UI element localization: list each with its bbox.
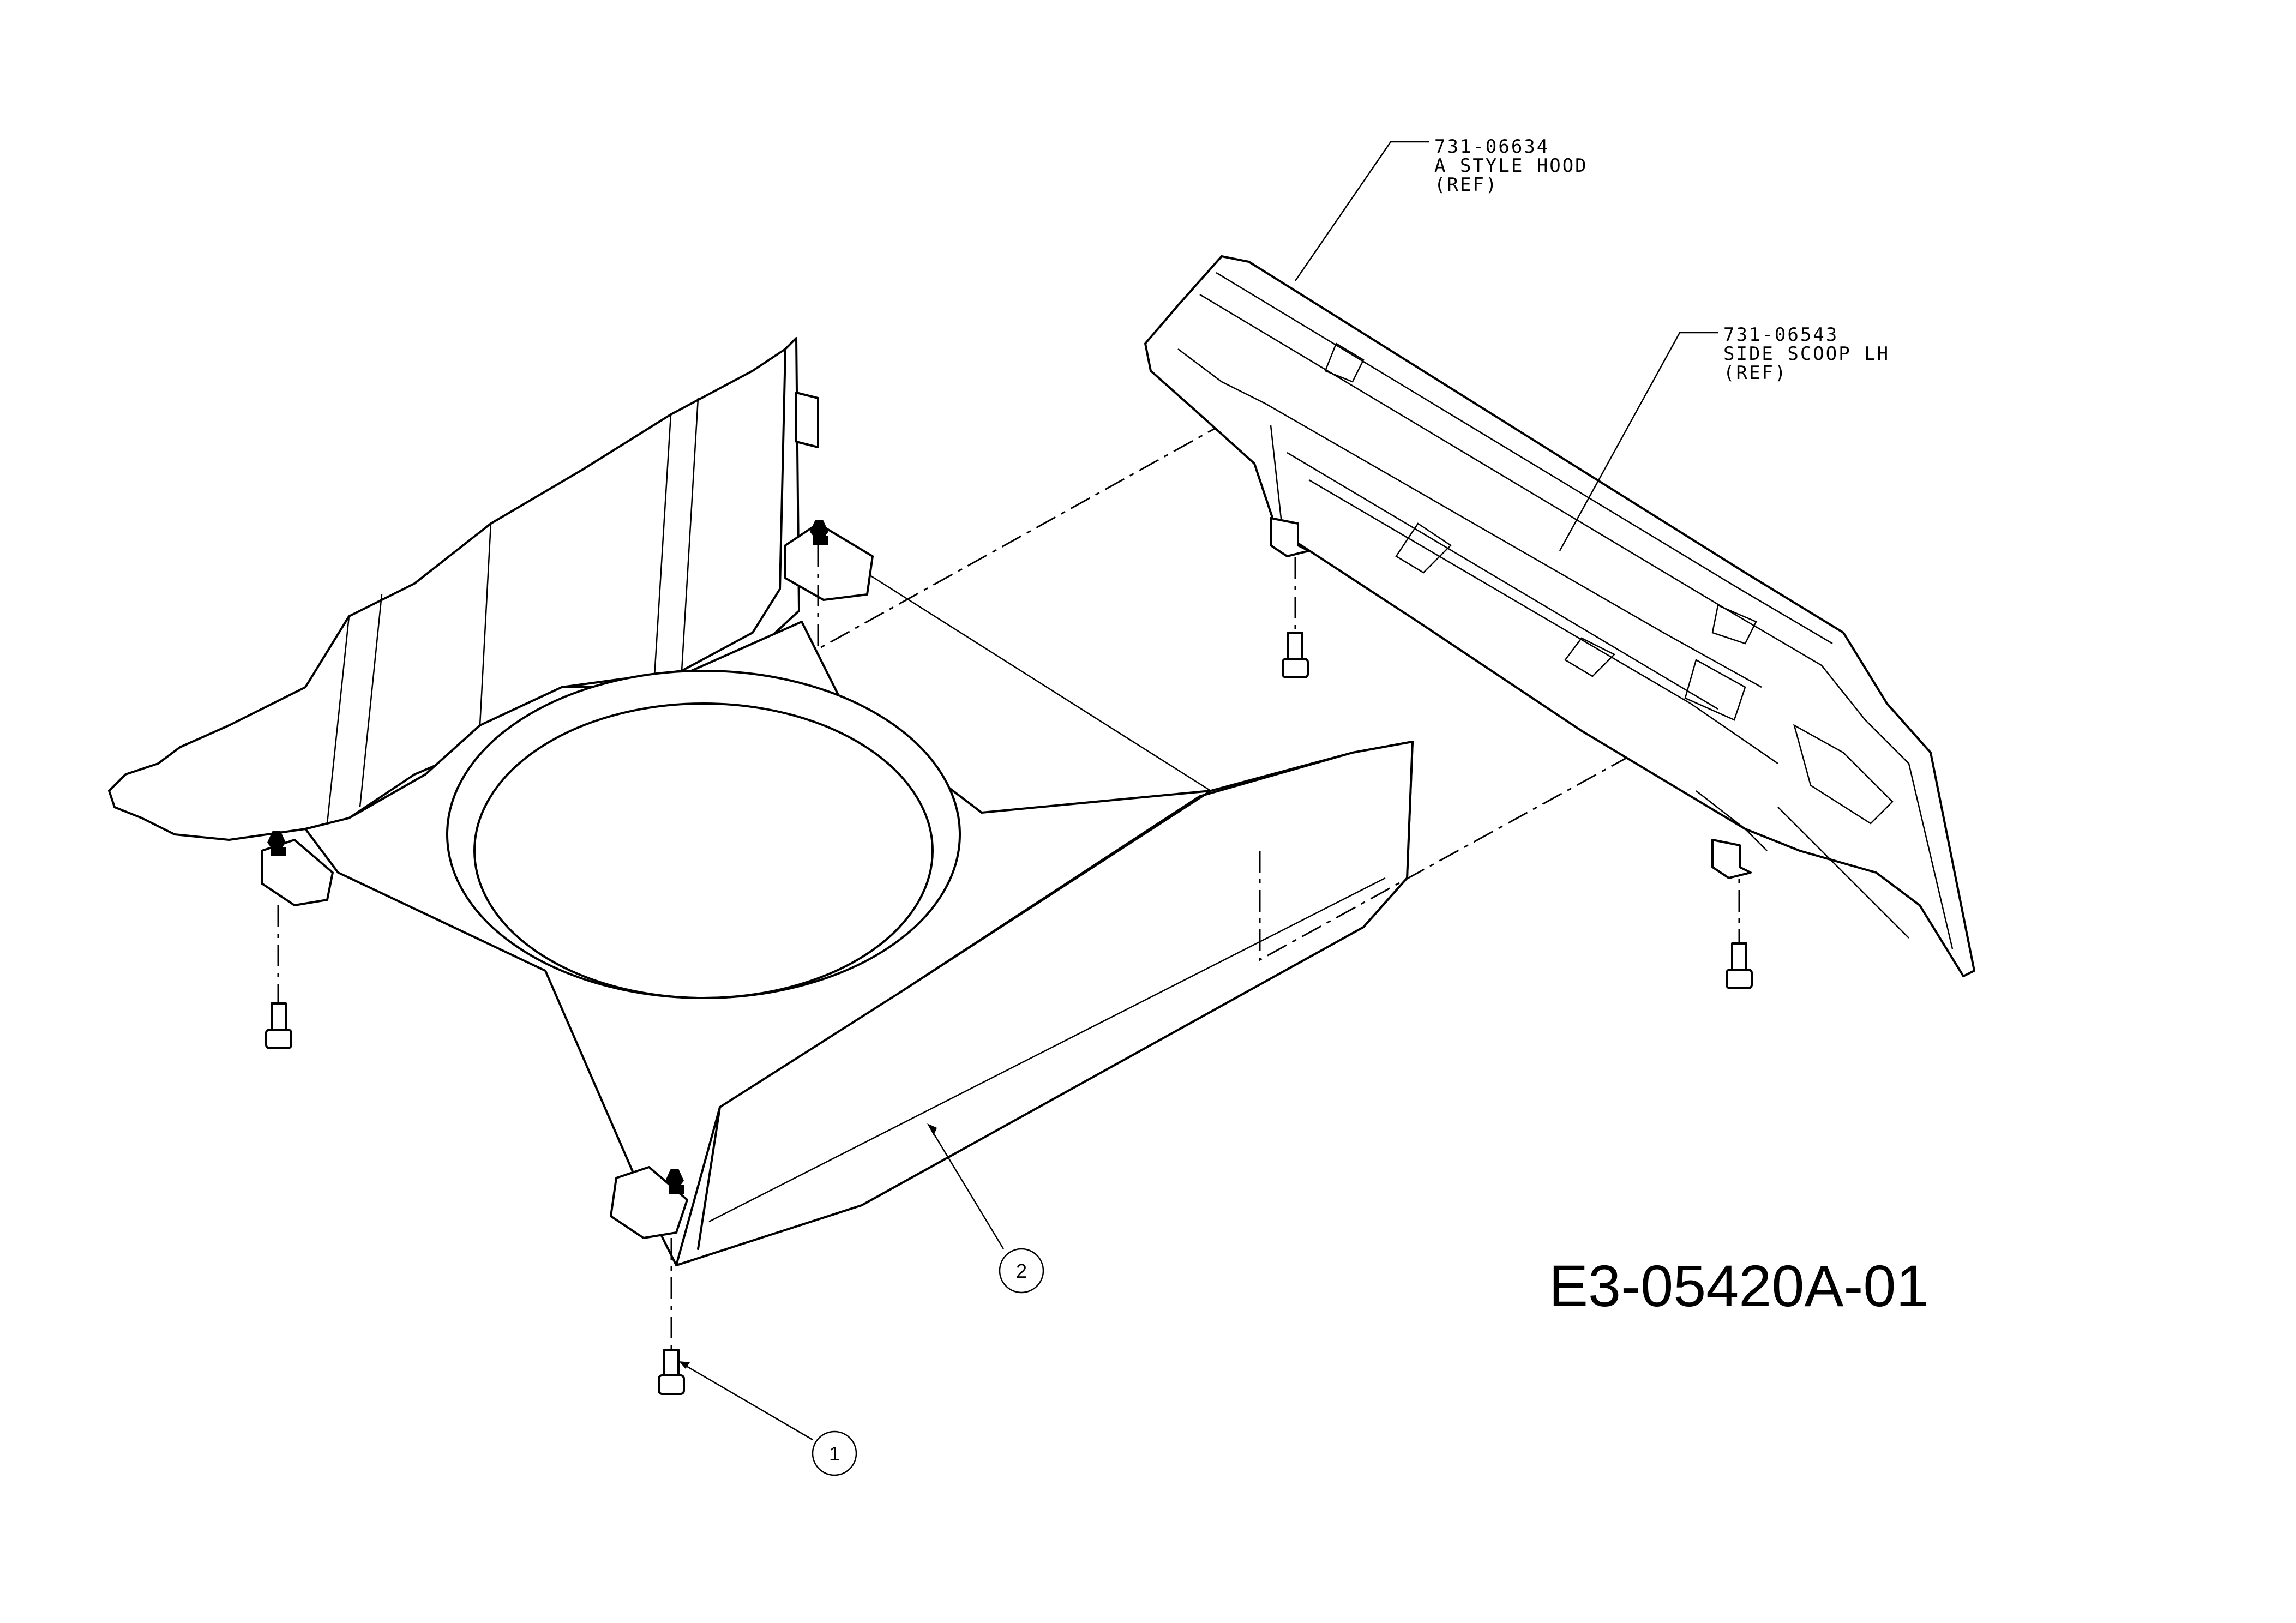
leader-lines — [679, 141, 1718, 1441]
hood-note: (REF) — [1434, 174, 1498, 196]
drawing-number: E3-05420A-01 — [1549, 1253, 1929, 1319]
hood-reference-part — [1144, 255, 1975, 977]
hood-description: A STYLE HOOD — [1434, 155, 1588, 177]
side-scoop-part-number: 731-06543 — [1723, 324, 1838, 346]
item-balloon-2: 2 — [999, 1248, 1044, 1294]
side-scoop-description: SIDE SCOOP LH — [1723, 343, 1890, 365]
clip-icon — [267, 520, 828, 1194]
svg-text:1: 1 — [829, 1442, 840, 1465]
screw-icon — [265, 632, 1753, 1395]
hood-part-number: 731-06634 — [1434, 136, 1549, 158]
svg-text:2: 2 — [1016, 1260, 1027, 1282]
item-balloon-1: 1 — [812, 1430, 857, 1476]
shroud-part — [108, 337, 1414, 1266]
side-scoop-note: (REF) — [1723, 362, 1787, 384]
